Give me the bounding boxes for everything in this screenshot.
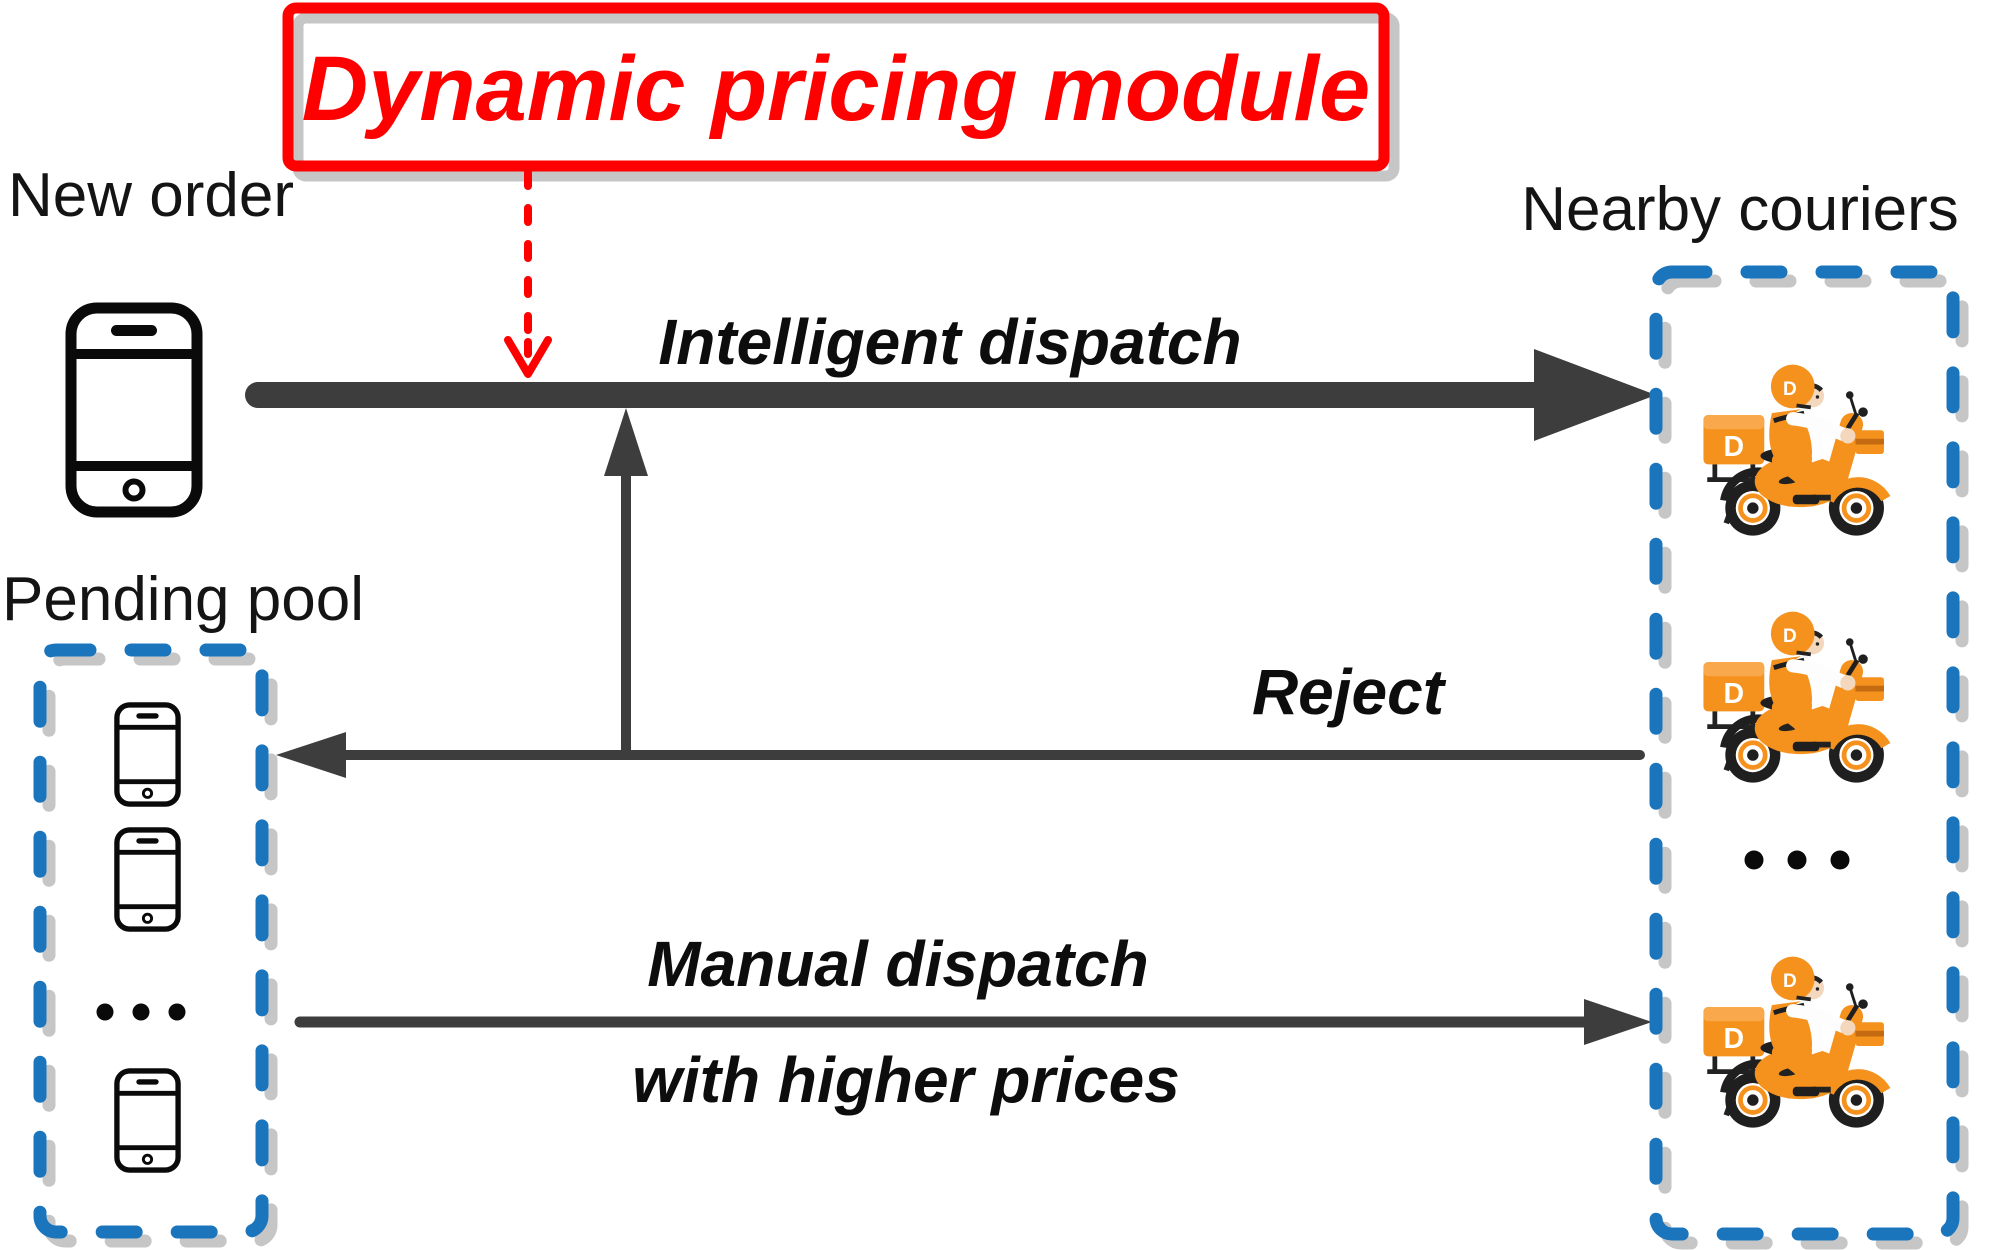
- pending-smartphone-icon: [117, 1071, 178, 1170]
- pending-smartphone-icon: [117, 830, 178, 929]
- reject-label: Reject: [1252, 656, 1447, 728]
- ellipsis-icon: [1744, 850, 1850, 870]
- manual-dispatch-arrow: [294, 999, 1652, 1045]
- nearby-couriers-label: Nearby couriers: [1521, 175, 1959, 244]
- module-box-shadow: [292, 12, 1400, 182]
- new-order-smartphone-icon: [71, 308, 197, 512]
- manual-dispatch-label-line1: Manual dispatch: [647, 928, 1148, 1000]
- pending-pool-box-shadow: [42, 652, 278, 1248]
- pending-pool-box: [33, 643, 278, 1248]
- intelligent-dispatch-arrow: [245, 349, 1656, 441]
- courier-scooter-icon: [1703, 957, 1885, 1128]
- module-box-fill: [288, 8, 1384, 166]
- dynamic-pricing-module-box: Dynamic pricing module: [282, 2, 1400, 182]
- nearby-couriers-box: [1649, 265, 1969, 1250]
- intelligent-dispatch-label: Intelligent dispatch: [658, 306, 1241, 378]
- module-box-title: Dynamic pricing module: [302, 38, 1370, 140]
- reject-arrow: [276, 732, 1645, 778]
- redispatch-feedback-arrow: [604, 408, 648, 752]
- ellipsis-icon: [96, 1003, 186, 1021]
- module-box-border: [282, 2, 1390, 172]
- pending-pool-box-border: [33, 643, 269, 1239]
- pricing-module-connector-arrow: [504, 168, 552, 378]
- manual-dispatch-label-line2: with higher prices: [632, 1044, 1180, 1116]
- pending-pool-label: Pending pool: [2, 565, 364, 634]
- pending-smartphone-icon: [117, 705, 178, 804]
- courier-scooter-icon: [1703, 365, 1885, 536]
- couriers-box-shadow: [1658, 274, 1969, 1250]
- new-order-label: New order: [8, 161, 294, 230]
- courier-scooter-icon: [1703, 612, 1885, 783]
- couriers-box-border: [1649, 265, 1960, 1241]
